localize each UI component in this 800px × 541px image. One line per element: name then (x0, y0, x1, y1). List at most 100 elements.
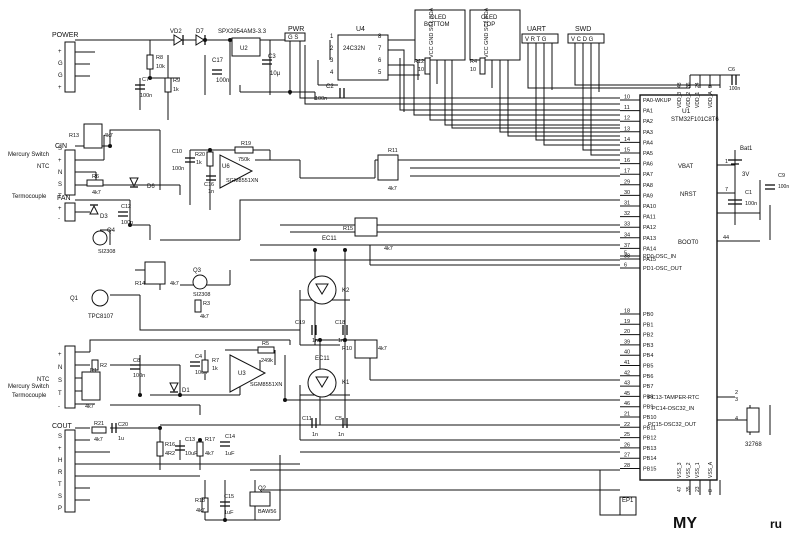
power-pin-4: + (58, 85, 62, 91)
resistor-r9 (164, 77, 172, 93)
c6-value: 100n (729, 86, 740, 92)
mcu-pin-name: PA7 (643, 172, 653, 178)
cap-c8 (130, 364, 140, 370)
fan-pin-2: - (58, 216, 60, 222)
mcu-pin-number: 34 (624, 232, 630, 238)
r13-label: R13 (69, 133, 79, 139)
mcu-supply-pin-number: 48 (677, 82, 683, 88)
u4-pin-8: 8 (378, 34, 382, 40)
q1-label: Q1 (70, 296, 79, 302)
r18-label: R18 (195, 498, 205, 504)
mcu-pin-number: 42 (624, 370, 630, 376)
c15-value: 1uF (224, 510, 234, 516)
resistor-r3 (194, 299, 202, 313)
ep1-pad (619, 496, 637, 516)
cout-connector (64, 429, 76, 513)
mcu-pin-number: 39 (624, 339, 630, 345)
mcu-supply-pin: VDD_3 (677, 92, 683, 108)
r5-label: R5 (262, 341, 269, 347)
u2-label: U2 (240, 46, 248, 52)
tamper-label: PC13-TAMPER-RTC (648, 395, 699, 401)
mcu-pin-number: 18 (624, 309, 630, 315)
cap-c7 (135, 84, 145, 90)
uart-label: UART (527, 26, 547, 33)
probe-pin-3: S (58, 378, 62, 384)
diode-vd2 (173, 34, 184, 46)
cap-c5 (342, 418, 348, 428)
watermark: MY (673, 515, 697, 532)
r21-label: R21 (94, 421, 104, 427)
pin-7-num: 7 (725, 187, 728, 193)
opamp-u6 (219, 154, 254, 189)
u6-part: SGM8551XN (226, 178, 258, 184)
r3-value: 4k7 (200, 314, 209, 320)
c20-value: 1u (118, 436, 124, 442)
c16-value: 1n (208, 189, 214, 195)
mcu-pin-number: 46 (624, 401, 630, 407)
r12-label: R12 (414, 59, 424, 65)
r9-value: 1k (173, 87, 179, 93)
r3-label: R3 (203, 301, 210, 307)
c18-value: 1n (338, 338, 344, 344)
regulator-label: SPX2954AM3-3.3 (218, 29, 267, 35)
u3-label: U3 (238, 371, 246, 377)
c3-label: C3 (268, 54, 276, 60)
eeprom-u4 (337, 34, 389, 81)
probe-pin-4: T (58, 391, 62, 397)
cout-label: COUT (52, 423, 73, 430)
mcu-pin-name: PA11 (643, 215, 656, 221)
r17-value: 4k7 (205, 451, 214, 457)
mcu-pin-number: 29 (624, 179, 630, 185)
mcu-pin-name: PB4 (643, 353, 653, 359)
mcu-pin-name: PB1 (643, 322, 653, 328)
mcu-pin-number: 28 (624, 463, 630, 469)
pwr-label: PWR (288, 26, 304, 33)
q2-part: BAW56 (258, 509, 276, 515)
oled-top-box (469, 9, 521, 61)
resistor-r2 (91, 359, 99, 371)
cin-pin-4: S (58, 182, 62, 188)
r11-value: 4k7 (388, 186, 397, 192)
q3-label: Q3 (193, 268, 202, 274)
mcu-pin-name: PB12 (643, 436, 656, 442)
r15-value: 4k7 (384, 246, 393, 252)
cap-c14 (220, 441, 230, 447)
oled-bottom-title-1: OLED (430, 15, 447, 21)
crystal-32768 (746, 407, 760, 433)
mcu-pin-name: PA2 (643, 119, 653, 125)
boot0-label: BOOT0 (678, 240, 699, 246)
r1-label: R1 (90, 368, 97, 374)
mcu-pin-number: 31 (624, 201, 630, 207)
u4-pin-1: 1 (330, 34, 334, 40)
resistor-array-r14 (144, 261, 166, 285)
oled-top-title-1: OLED (481, 15, 498, 21)
c2-value: 100n (315, 96, 327, 102)
probe-pin-5: - (58, 404, 60, 410)
r19-value: 750k (238, 157, 250, 163)
mcu-u1 (639, 94, 718, 481)
mcu-pin-name: PA15 (643, 257, 656, 263)
resistor-array-r15 (354, 217, 378, 237)
mcu-pin-number: 45 (624, 391, 630, 397)
oled-top-title-2: TOP (483, 22, 495, 28)
power-label: POWER (52, 32, 78, 39)
q4-label: Q4 (107, 228, 116, 234)
q4-part: SI2308 (98, 249, 115, 255)
mcu-ground-pin: VSS_2 (686, 462, 692, 478)
r14-value: 4k7 (170, 281, 179, 287)
mcu-pin-name: PA9 (643, 193, 653, 199)
c9-value: 100n (778, 184, 789, 190)
watermark-suffix: ru (770, 517, 782, 531)
c14-value: 1uF (225, 451, 235, 457)
mcu-pin-name: PD1-OSC_OUT (643, 266, 683, 272)
cin-termocouple: Termocouple (12, 194, 47, 200)
bat1-label: Bat1 (740, 146, 753, 152)
u1-label: U1 (682, 108, 691, 115)
nrst-label: NRST (680, 192, 697, 198)
oled-bottom-title-2: BOTTOM (424, 22, 450, 28)
d7-label: D7 (196, 29, 204, 35)
mcu-supply-pin-number: 24 (695, 82, 701, 88)
u4-label: U4 (356, 26, 365, 33)
mcu-supply-pin: VDD_1 (695, 92, 701, 108)
mcu-pin-name: PA10 (643, 204, 656, 210)
